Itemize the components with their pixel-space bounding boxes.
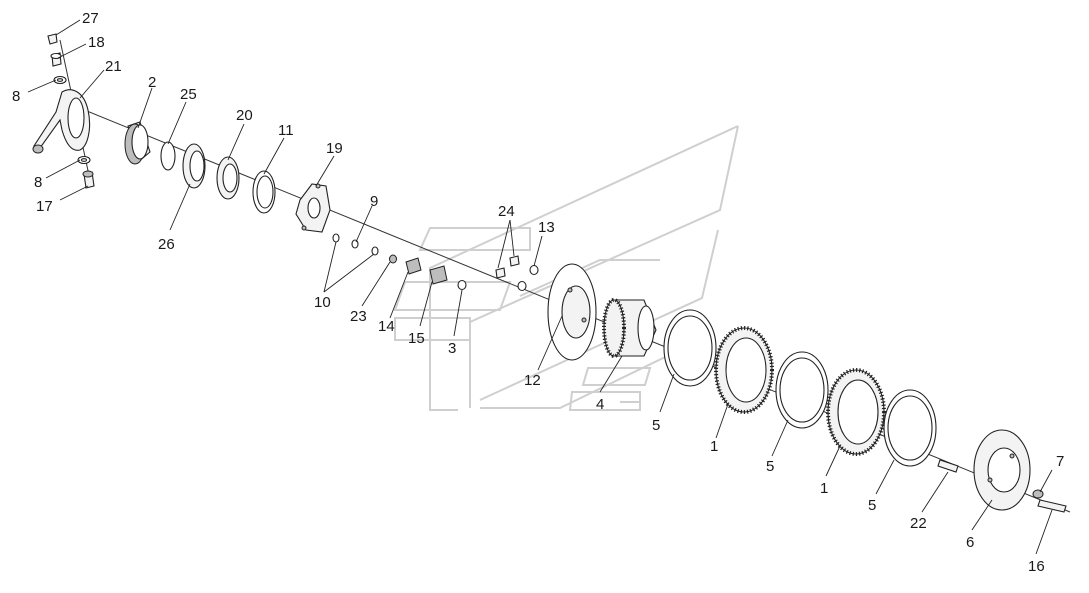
part-23-nut xyxy=(389,254,397,264)
part-3-washer xyxy=(457,279,467,291)
callout-17: 17 xyxy=(36,198,53,215)
callout-7: 7 xyxy=(1056,453,1064,470)
callout-1-a: 1 xyxy=(710,438,718,455)
callout-20: 20 xyxy=(236,107,253,124)
part-8-washer-top xyxy=(53,75,67,85)
callout-8-bottom: 8 xyxy=(34,174,42,191)
callout-1-b: 1 xyxy=(820,480,828,497)
callout-15: 15 xyxy=(408,330,425,347)
callout-11: 11 xyxy=(278,122,294,139)
callout-5-b: 5 xyxy=(766,458,774,475)
callout-labels: 27 18 21 8 2 25 20 11 19 8 17 26 9 24 13… xyxy=(12,10,1064,575)
part-1-friction-disc-a xyxy=(714,326,774,414)
part-7-fitting xyxy=(1032,489,1044,499)
part-19-hub-flange xyxy=(295,183,331,233)
part-25-snap-ring xyxy=(160,141,176,171)
part-5-plate-c xyxy=(883,389,937,467)
part-6-cover-plate xyxy=(973,429,1031,511)
callout-16: 16 xyxy=(1028,558,1045,575)
part-13-washer xyxy=(517,264,539,292)
part-1-friction-disc-b xyxy=(826,368,886,456)
part-8-washer-bottom xyxy=(77,155,91,165)
part-21-release-fork xyxy=(32,89,91,154)
part-12-pressure-plate xyxy=(547,263,597,361)
part-14-spring xyxy=(405,257,422,275)
callout-10: 10 xyxy=(314,294,331,311)
callout-24: 24 xyxy=(498,203,515,220)
part-22-pin xyxy=(937,459,959,473)
callout-2: 2 xyxy=(148,74,156,91)
callout-23: 23 xyxy=(350,308,367,325)
callout-6: 6 xyxy=(966,534,974,551)
leader-lines xyxy=(27,19,1053,555)
callout-25: 25 xyxy=(180,86,197,103)
callout-5-c: 5 xyxy=(868,497,876,514)
callout-18: 18 xyxy=(88,34,105,51)
callout-5-a: 5 xyxy=(652,417,660,434)
callout-19: 19 xyxy=(326,140,343,157)
part-24-bolts xyxy=(495,255,520,279)
part-15-spring xyxy=(429,265,448,285)
part-16-bolt xyxy=(1037,499,1067,513)
part-26-bearing xyxy=(182,143,206,189)
callout-27: 27 xyxy=(82,10,99,27)
callout-4: 4 xyxy=(596,396,604,413)
callout-9: 9 xyxy=(370,193,378,210)
part-20-seal xyxy=(216,156,240,200)
part-5-plate-b xyxy=(775,351,829,429)
part-5-plate-a xyxy=(663,309,717,387)
callout-22: 22 xyxy=(910,515,927,532)
part-11-gasket xyxy=(252,170,276,214)
callout-12: 12 xyxy=(524,372,541,389)
part-27-fitting xyxy=(47,33,58,45)
callout-21: 21 xyxy=(105,58,122,75)
callout-26: 26 xyxy=(158,236,175,253)
part-17-bolt xyxy=(82,170,95,189)
part-4-clutch-drum xyxy=(602,298,657,358)
part-10-washers xyxy=(332,233,379,256)
callout-3: 3 xyxy=(448,340,456,357)
callout-13: 13 xyxy=(538,219,555,236)
part-2-release-bearing xyxy=(124,121,151,165)
callout-14: 14 xyxy=(378,318,395,335)
callout-8-top: 8 xyxy=(12,88,20,105)
part-18-nipple xyxy=(50,52,62,67)
